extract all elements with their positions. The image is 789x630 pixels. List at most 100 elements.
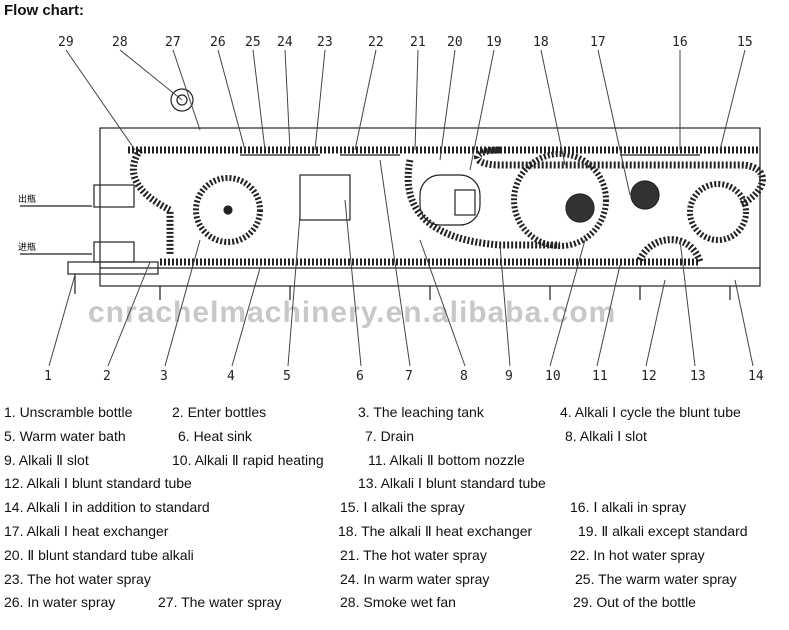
- legend-item-28: 28. Smoke wet fan: [340, 594, 456, 611]
- legend-item-11: 11. Alkali Ⅱ bottom nozzle: [368, 451, 525, 468]
- heat-exchanger-17: [630, 180, 660, 210]
- bottom-callout-1: 1: [44, 369, 52, 384]
- legend-item-27: 27. The water spray: [158, 594, 282, 611]
- flow-chart-title: Flow chart:: [4, 2, 85, 19]
- leader-line: [314, 49, 326, 151]
- legend-item-2: 2. Enter bottles: [172, 404, 267, 420]
- bottom-callout-6: 6: [356, 369, 364, 384]
- legend-item-19: 19. Ⅱ alkali except standard: [578, 523, 748, 539]
- leader-line: [164, 239, 201, 367]
- legend-item-14: 14. Alkali Ⅰ in addition to standard: [4, 499, 210, 516]
- top-callout-28: 28: [112, 35, 128, 50]
- legend-item-21: 21. The hot water spray: [340, 546, 487, 563]
- bottom-callout-11: 11: [592, 369, 608, 384]
- top-callout-25: 25: [245, 35, 261, 50]
- bottom-callout-2: 2: [103, 369, 111, 384]
- leader-line: [119, 49, 183, 101]
- legend-item-12: 12. Alkali Ⅰ blunt standard tube: [4, 475, 192, 492]
- leader-line: [719, 49, 746, 151]
- right-loop: [474, 146, 766, 209]
- leader-line: [469, 49, 495, 171]
- leader-line: [252, 49, 266, 151]
- right-wheel-large: [511, 151, 609, 249]
- legend-item-4: 4. Alkali Ⅰ cycle the blunt tube: [560, 404, 741, 420]
- leader-line: [344, 199, 362, 367]
- leader-line: [549, 239, 586, 367]
- bottom-callout-5: 5: [283, 369, 291, 384]
- leader-line: [439, 49, 456, 161]
- machine-diagram: 出瓶 进瓶 cnrachelmachinery.en.alibaba.com 2…: [18, 35, 766, 384]
- legend-item-16: 16. Ⅰ alkali in spray: [570, 499, 687, 516]
- top-callout-22: 22: [368, 35, 384, 50]
- leader-line: [734, 279, 754, 367]
- fan: [170, 88, 194, 112]
- leader-line: [540, 49, 566, 166]
- heat-exchanger-18: [565, 193, 595, 223]
- leader-line: [172, 49, 201, 131]
- leader-line: [596, 264, 621, 367]
- left-serpentine: [130, 148, 174, 255]
- bottom-callout-12: 12: [641, 369, 657, 384]
- watermark: cnrachelmachinery.en.alibaba.com: [88, 296, 616, 329]
- bottom-callout-14: 14: [748, 369, 764, 384]
- top-callout-19: 19: [486, 35, 502, 50]
- legend-item-10: 10. Alkali Ⅱ rapid heating: [172, 451, 324, 468]
- bottom-callout-8: 8: [460, 369, 468, 384]
- bottom-callout-13: 13: [690, 369, 706, 384]
- top-callout-15: 15: [737, 35, 753, 50]
- top-callout-29: 29: [58, 35, 74, 50]
- legend: 1. Unscramble bottle 2. Enter bottles 3. T…: [0, 402, 789, 630]
- legend-item-26: 26. In water spray: [4, 594, 116, 611]
- top-callout-16: 16: [672, 35, 688, 50]
- legend-item-23: 23. The hot water spray: [4, 570, 151, 587]
- legend-item-20: 20. Ⅱ blunt standard tube alkali: [4, 546, 194, 563]
- leader-line: [287, 214, 301, 367]
- leader-line: [65, 49, 136, 151]
- in-label: 进瓶: [18, 241, 36, 253]
- top-callout-18: 18: [533, 35, 549, 50]
- leader-line: [284, 49, 291, 151]
- leader-line: [414, 49, 419, 151]
- leader-line: [379, 159, 411, 367]
- top-callout-27: 27: [165, 35, 181, 50]
- bottom-callout-3: 3: [160, 369, 168, 384]
- bottle-pack-out: [93, 184, 135, 208]
- legend-item-17: 17. Alkali Ⅰ heat exchanger: [4, 523, 169, 539]
- out-label: 出瓶: [18, 193, 36, 205]
- leader-line: [354, 49, 377, 151]
- top-callout-17: 17: [590, 35, 606, 50]
- top-callout-20: 20: [447, 35, 463, 50]
- legend-item-8: 8. Alkali Ⅰ slot: [565, 427, 647, 444]
- legend-item-18: 18. The alkali Ⅱ heat exchanger: [338, 523, 533, 539]
- leader-line: [645, 279, 666, 367]
- legend-item-7: 7. Drain: [365, 427, 415, 444]
- left-wheel: [193, 175, 263, 245]
- bottom-callout-4: 4: [227, 369, 235, 384]
- leader-line: [419, 239, 466, 367]
- top-callout-21: 21: [410, 35, 426, 50]
- leader-line: [499, 244, 511, 367]
- leader-line: [48, 274, 76, 367]
- legend-item-22: 22. In hot water spray: [570, 546, 705, 563]
- leader-line: [107, 261, 151, 367]
- leader-line: [231, 267, 261, 367]
- legend-item-15: 15. Ⅰ alkali the spray: [340, 499, 465, 516]
- middle-loop: [404, 159, 560, 249]
- legend-item-1: 1. Unscramble bottle: [4, 404, 133, 420]
- legend-item-13: 13. Alkali Ⅰ blunt standard tube: [358, 475, 546, 492]
- bottle-pack-in: [93, 241, 135, 263]
- right-end-wheel: [687, 181, 749, 243]
- bottom-callout-9: 9: [505, 369, 513, 384]
- leader-line: [217, 49, 246, 151]
- legend-item-25: 25. The warm water spray: [575, 570, 737, 587]
- bottom-callout-10: 10: [545, 369, 561, 384]
- bottom-callout-7: 7: [405, 369, 413, 384]
- legend-item-29: 29. Out of the bottle: [573, 594, 696, 611]
- legend-item-6: 6. Heat sink: [178, 427, 252, 444]
- legend-item-5: 5. Warm water bath: [4, 427, 126, 444]
- top-callout-24: 24: [277, 35, 293, 50]
- top-callout-23: 23: [317, 35, 333, 50]
- legend-item-3: 3. The leaching tank: [358, 404, 484, 420]
- legend-item-9: 9. Alkali Ⅱ slot: [4, 451, 89, 468]
- legend-item-24: 24. In warm water spray: [340, 570, 490, 587]
